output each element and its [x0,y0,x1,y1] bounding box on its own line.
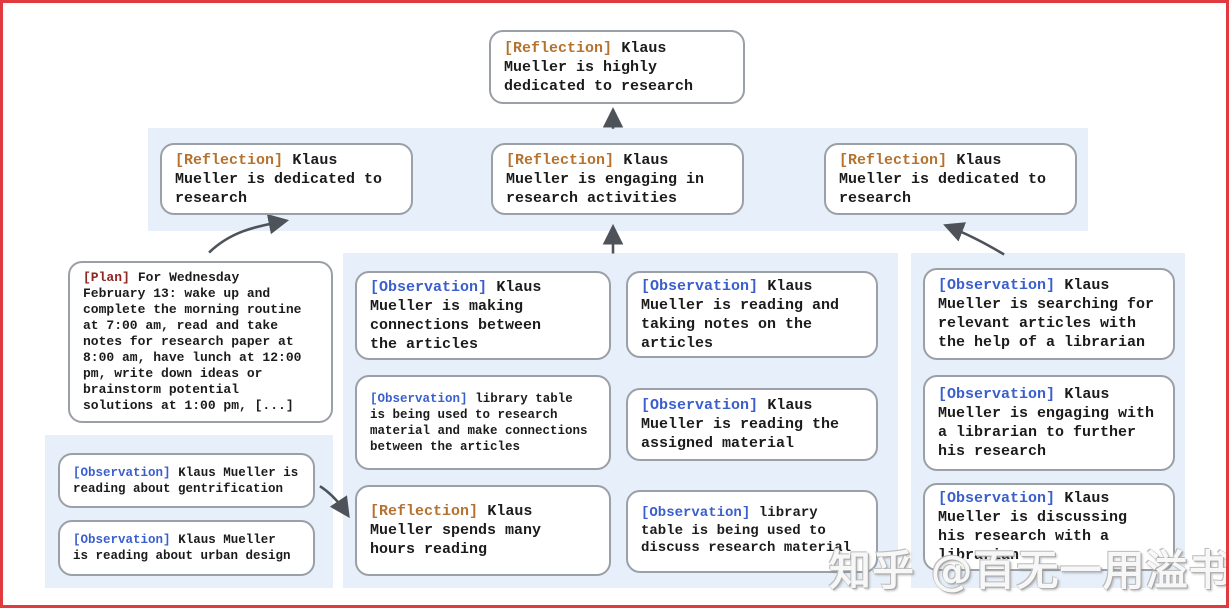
observation-tag: [Observation] [938,490,1056,507]
memory-node-observation-urban-design: [Observation]Klaus Mueller is reading ab… [58,520,315,576]
memory-node-observation-assigned-material: [Observation]Klaus Mueller is reading th… [626,388,878,461]
node-text: Klaus Mueller is reading and taking note… [641,277,840,352]
memory-node-observation-library-research: [Observation]library table is being used… [355,375,611,470]
memory-node-reflection-right: [Reflection]Klaus Mueller is dedicated t… [824,143,1077,215]
zhihu-watermark: 知乎 @百无一用溢书生 [829,546,1229,595]
observation-tag: [Observation] [641,505,751,522]
node-text: Klaus Mueller is searching for relevant … [938,277,1155,351]
node-text: Klaus Mueller is dedicated to research [839,151,1047,207]
observation-tag: [Observation] [641,397,759,414]
node-text: Klaus Mueller is highly dedicated to res… [504,39,694,95]
memory-node-reflection-middle: [Reflection]Klaus Mueller is engaging in… [491,143,744,215]
observation-tag: [Observation] [641,277,759,295]
memory-node-plan: [Plan]For Wednesday February 13: wake up… [68,261,333,423]
node-text: Klaus Mueller is making connections betw… [370,278,542,353]
node-text: Klaus Mueller is engaging with a librari… [938,386,1155,460]
reflection-tag: [Reflection] [504,39,613,57]
memory-node-observation-engaging-librarian: [Observation]Klaus Mueller is engaging w… [923,375,1175,471]
memory-node-reflection-hours-reading: [Reflection]Klaus Mueller spends many ho… [355,485,611,576]
node-text: Klaus Mueller is reading about gentrific… [73,465,299,496]
node-text: Klaus Mueller is discussing his research… [938,490,1128,564]
node-text: Klaus Mueller is reading the assigned ma… [641,397,840,452]
memory-node-observation-searching-articles: [Observation]Klaus Mueller is searching … [923,268,1175,360]
observation-tag: [Observation] [73,533,171,547]
node-text: Klaus Mueller is engaging in research ac… [506,151,705,207]
memory-node-observation-taking-notes: [Observation]Klaus Mueller is reading an… [626,271,878,358]
memory-node-observation-gentrification: [Observation]Klaus Mueller is reading ab… [58,453,315,508]
reflection-tag: [Reflection] [839,151,948,169]
memory-node-observation-library-discuss: [Observation]library table is being used… [626,490,878,573]
memory-node-reflection-left: [Reflection]Klaus Mueller is dedicated t… [160,143,413,215]
reflection-tag: [Reflection] [370,503,479,520]
node-text: library table is being used to research … [370,391,588,454]
node-text: Klaus Mueller is reading about urban des… [73,533,291,563]
observation-tag: [Observation] [370,278,488,296]
reflection-tag: [Reflection] [506,151,615,169]
observation-tag: [Observation] [938,277,1056,294]
observation-tag: [Observation] [370,391,468,406]
reflection-tag: [Reflection] [175,151,284,169]
node-text: Klaus Mueller is dedicated to research [175,151,383,207]
node-text: For Wednesday February 13: wake up and c… [83,270,302,413]
memory-node-root-reflection: [Reflection]Klaus Mueller is highly dedi… [489,30,745,104]
node-text: library table is being used to discuss r… [641,505,852,557]
memory-node-observation-connections: [Observation]Klaus Mueller is making con… [355,271,611,360]
observation-tag: [Observation] [73,465,171,480]
node-text: Klaus Mueller spends many hours reading [370,503,542,558]
memory-node-observation-discussing-research: [Observation]Klaus Mueller is discussing… [923,483,1175,571]
observation-tag: [Observation] [938,386,1056,403]
plan-tag: [Plan] [83,270,130,285]
